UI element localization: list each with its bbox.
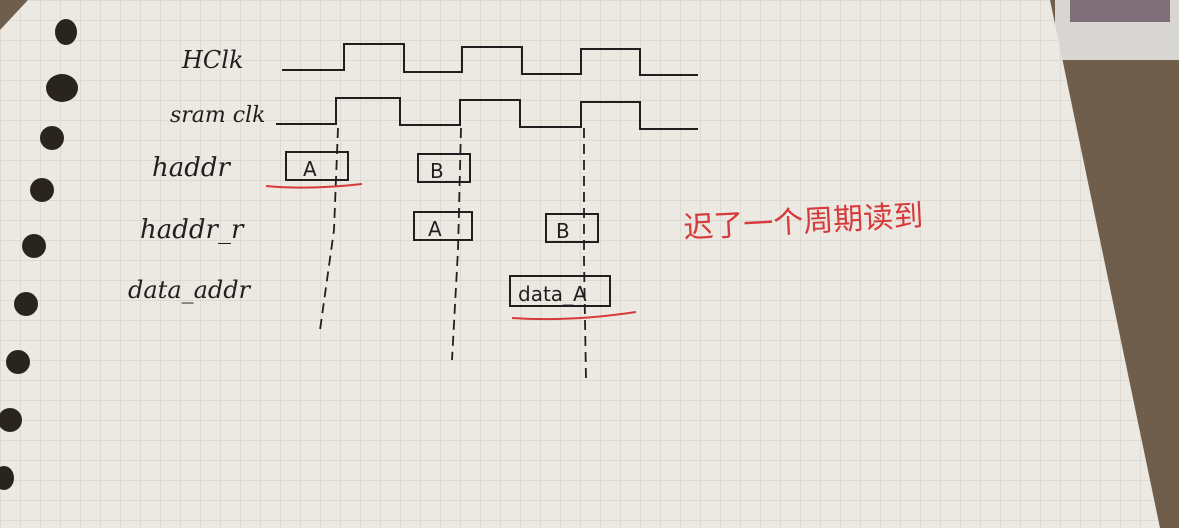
haddr-r-box-a <box>413 211 473 241</box>
haddr-r-box-b-label: B <box>556 219 570 243</box>
haddr-box-a <box>285 151 349 181</box>
signal-label-data-addr: data_addr <box>128 276 252 304</box>
red-underline-haddr <box>265 183 363 189</box>
red-underline-data-addr <box>511 311 637 321</box>
haddr-r-box-a-label: A <box>428 217 442 241</box>
haddr-box-b-label: B <box>430 159 444 183</box>
signal-label-haddr: haddr <box>152 153 232 183</box>
waveform-sram-clk <box>276 97 698 130</box>
signal-label-sram-clk: sram clk <box>170 103 265 128</box>
data-addr-box <box>509 275 611 307</box>
signal-label-haddr-r: haddr_r <box>140 215 245 245</box>
data-addr-box-label: data_A <box>518 282 587 306</box>
reference-lines <box>319 127 587 381</box>
signal-label-hclk: HClk <box>181 46 244 74</box>
haddr-box-a-label: A <box>303 157 317 181</box>
reference-line-2 <box>451 127 462 361</box>
desk-object-top-right-dark <box>1070 0 1170 22</box>
binder-holes <box>0 19 78 490</box>
reference-line-3 <box>583 128 587 381</box>
haddr-box-b <box>417 153 471 183</box>
reference-line-1 <box>319 127 339 331</box>
waveform-hclk <box>282 43 698 76</box>
haddr-r-box-b <box>545 213 599 243</box>
